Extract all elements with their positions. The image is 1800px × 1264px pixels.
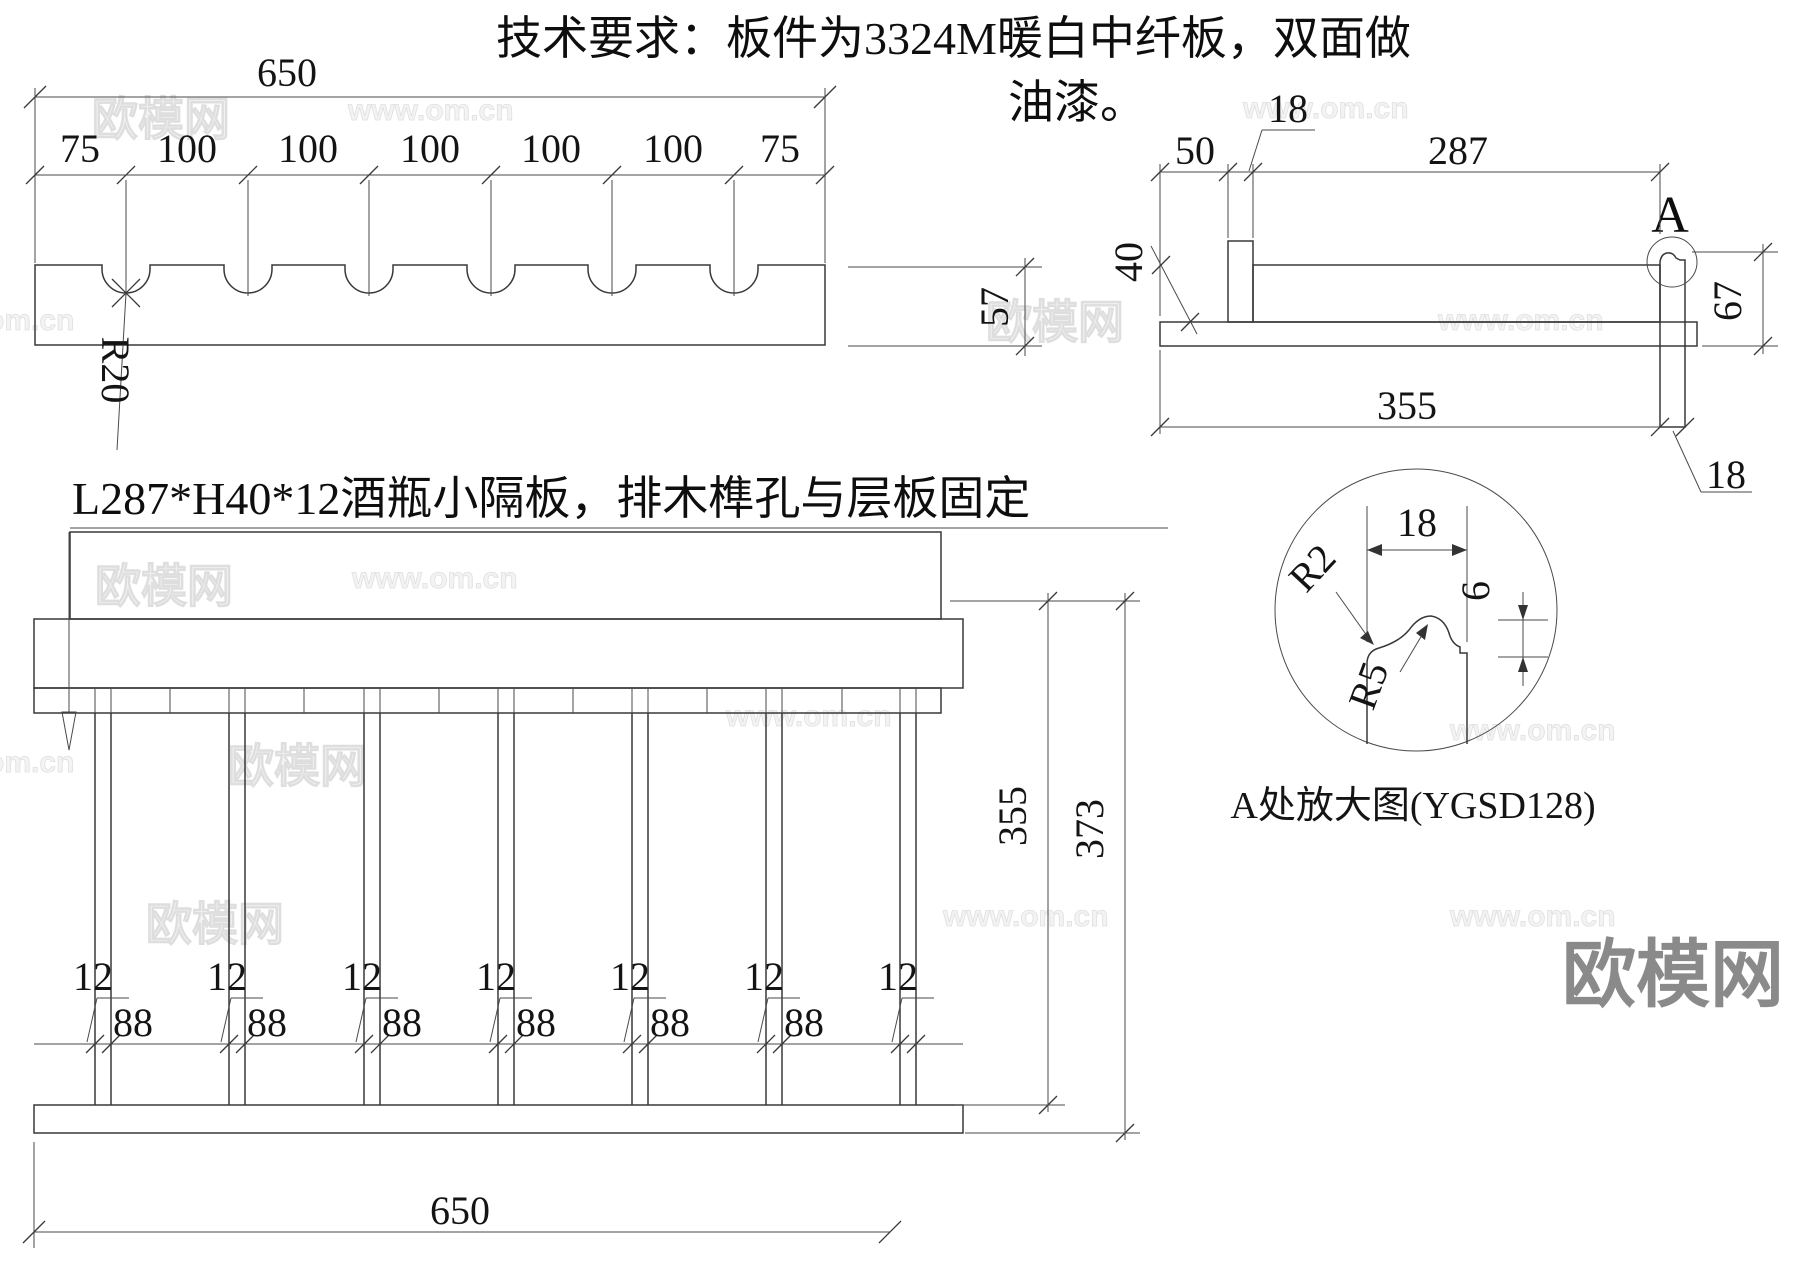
dim-88-label: 88 xyxy=(113,1000,153,1045)
detail-radius-r2: R2 xyxy=(1280,535,1374,645)
dim-650-bottom-label: 650 xyxy=(430,1188,490,1233)
plan-dim-650: 650 xyxy=(22,1142,902,1248)
dim-88-label: 88 xyxy=(247,1000,287,1045)
dim-88-label: 88 xyxy=(650,1000,690,1045)
tech-requirements-line2: 油漆。 xyxy=(1008,77,1146,128)
detail-notch-profile xyxy=(1366,615,1468,744)
dim-12-label: 12 xyxy=(207,954,247,999)
dim-287-label: 287 xyxy=(1428,128,1488,173)
tech-requirements-line1: 技术要求：板件为3324M暖白中纤板，双面做 xyxy=(496,13,1411,64)
dim-18-bottom-label: 18 xyxy=(1706,452,1746,497)
watermark-url: www.om.cn xyxy=(351,562,518,595)
watermark-url-partial: om.cn xyxy=(0,746,74,779)
watermark-brand: 欧模网 xyxy=(95,560,233,612)
detail-r2-label: R2 xyxy=(1280,535,1345,600)
detail-r5-label: R5 xyxy=(1339,656,1397,715)
watermark-brand: 欧模网 xyxy=(986,296,1124,348)
dim-355-label: 355 xyxy=(1377,383,1437,428)
dim-57-label: 57 xyxy=(972,287,1017,327)
front-rail-section xyxy=(1659,252,1686,428)
plan-dim-12-88: 12 12 12 12 12 12 12 88 88 88 88 88 88 xyxy=(34,954,963,1054)
dim-88-label: 88 xyxy=(382,1000,422,1045)
note-annotation: L287*H40*12酒瓶小隔板，排木榫孔与层板固定 xyxy=(70,473,1168,529)
watermark-brand: 欧模网 xyxy=(146,898,284,950)
dim-355-plan-label: 355 xyxy=(990,786,1035,846)
shelf-board-plan xyxy=(33,618,964,689)
detail-dim-6-label: 6 xyxy=(1453,581,1498,601)
watermark-url: www.om.cn xyxy=(725,700,892,733)
front-rail-plan xyxy=(33,1104,964,1134)
detail-circle xyxy=(1274,468,1558,752)
dim-67-label: 67 xyxy=(1705,281,1750,321)
dim-100-label: 100 xyxy=(643,126,703,171)
front-radius-r20: R20 xyxy=(93,278,141,451)
watermark-brand: 欧模网 xyxy=(92,93,230,145)
tenon-strip-ticks xyxy=(94,688,917,713)
shelf-board-section xyxy=(1159,321,1698,347)
side-dim-top: 50 287 18 xyxy=(1150,86,1670,316)
front-view: 650 75 100 100 100 100 100 75 xyxy=(23,50,1042,451)
brand-logo: 欧模网 xyxy=(1562,933,1784,1016)
hollow-arrow-icon xyxy=(61,711,77,751)
front-dim-57: 57 xyxy=(848,257,1042,356)
dim-12-label: 12 xyxy=(610,954,650,999)
watermark-url: www.om.cn xyxy=(1449,714,1616,747)
dim-75-label: 75 xyxy=(60,126,100,171)
dim-18-top-label: 18 xyxy=(1268,86,1308,131)
dim-100-label: 100 xyxy=(400,126,460,171)
dim-12-label: 12 xyxy=(878,954,918,999)
note-text: L287*H40*12酒瓶小隔板，排木榫孔与层板固定 xyxy=(72,473,1030,524)
dim-88-label: 88 xyxy=(784,1000,824,1045)
watermark-layer: 欧模网 www.om.cn www.om.cn om.cn 欧模网 www.om… xyxy=(0,92,1616,951)
notched-rail-outline xyxy=(34,264,826,346)
watermark-brand: 欧模网 xyxy=(228,740,366,792)
front-dim-650: 650 xyxy=(23,50,837,263)
dim-100-label: 100 xyxy=(157,126,217,171)
dim-12-label: 12 xyxy=(342,954,382,999)
watermark-url: www.om.cn xyxy=(1449,900,1616,933)
side-dim-355: 355 xyxy=(1150,350,1670,437)
dim-r20-label: R20 xyxy=(93,337,138,404)
dim-12-label: 12 xyxy=(73,954,113,999)
tenon-strip xyxy=(33,687,942,714)
divider-boards-plan xyxy=(94,713,917,1105)
front-dim-segments: 75 100 100 100 100 100 75 xyxy=(25,126,835,296)
dim-88-label: 88 xyxy=(516,1000,556,1045)
dim-12-label: 12 xyxy=(744,954,784,999)
side-view: A 50 287 18 40 xyxy=(1106,86,1778,497)
side-dim-18-bottom: 18 xyxy=(1672,417,1752,497)
leader-hollow-arrow xyxy=(61,532,77,751)
watermark-url: www.om.cn xyxy=(347,94,514,127)
side-dim-40: 40 xyxy=(1106,242,1200,335)
watermark-url-partial: om.cn xyxy=(0,304,74,337)
detail-marker-circle xyxy=(1646,236,1698,288)
side-dim-67: 67 xyxy=(1692,242,1778,356)
back-rail-section xyxy=(1227,240,1254,323)
detail-dim-18-label: 18 xyxy=(1397,500,1437,545)
detail-radius-r5: R5 xyxy=(1339,624,1428,715)
dim-40-label: 40 xyxy=(1106,242,1151,282)
dim-100-label: 100 xyxy=(278,126,338,171)
watermark-url: www.om.cn xyxy=(942,900,1109,933)
dim-50-label: 50 xyxy=(1175,128,1215,173)
watermark-url: www.om.cn xyxy=(1437,304,1604,337)
technical-requirements: 技术要求：板件为3324M暖白中纤板，双面做 油漆。 xyxy=(496,13,1411,128)
dim-75-label: 75 xyxy=(760,126,800,171)
detail-marker-a: A xyxy=(1651,187,1689,244)
detail-dim-6: 6 xyxy=(1453,581,1548,686)
detail-dim-18: 18 xyxy=(1366,500,1468,642)
dim-373-plan-label: 373 xyxy=(1067,799,1112,859)
watermark-url: www.om.cn xyxy=(1242,92,1409,125)
plan-view: 12 12 12 12 12 12 12 88 88 88 88 88 88 6… xyxy=(22,531,1140,1248)
detail-a-view: 18 6 R2 R5 A处放大图(YGSD128) xyxy=(1230,468,1596,827)
plan-dim-355-373: 355 373 xyxy=(950,591,1140,1143)
dim-100-label: 100 xyxy=(521,126,581,171)
detail-caption: A处放大图(YGSD128) xyxy=(1230,785,1595,827)
dim-650-label: 650 xyxy=(257,50,317,95)
dim-12-label: 12 xyxy=(476,954,516,999)
